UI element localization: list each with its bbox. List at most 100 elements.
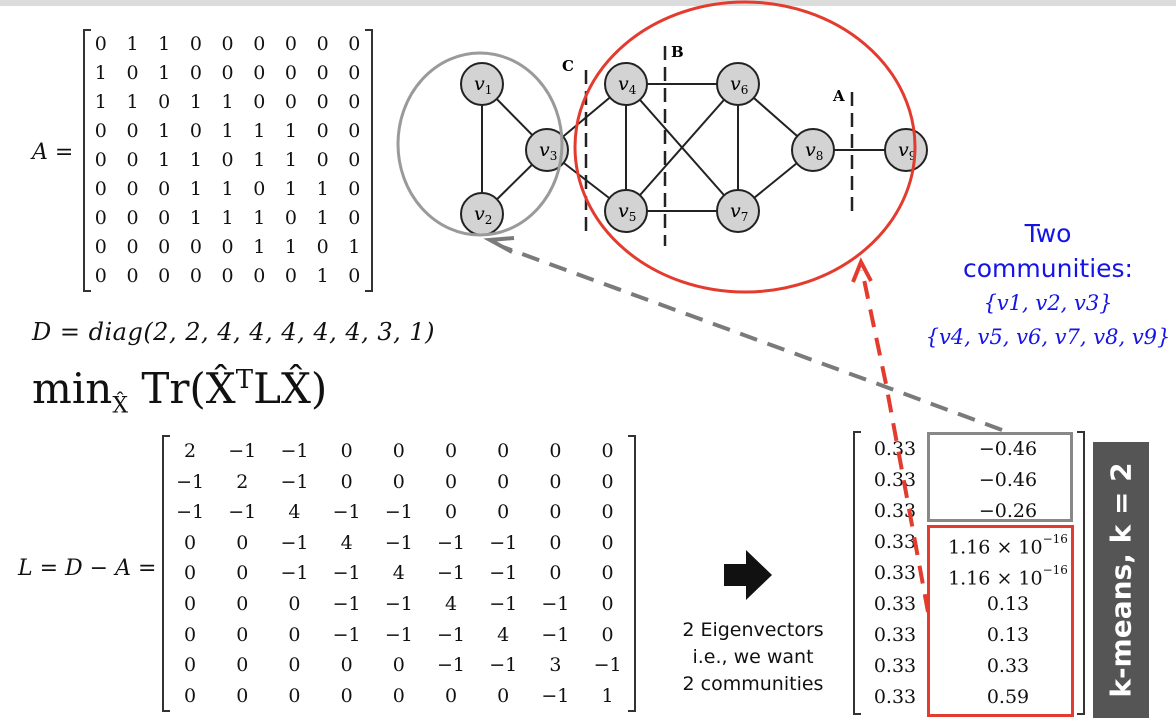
matrix-a-cell: 0 xyxy=(94,149,107,171)
node-label: v9 xyxy=(898,139,916,163)
red-arrow-head-icon xyxy=(851,257,873,283)
matrix-l-cell: −1 xyxy=(228,440,257,462)
eigenvector-2-mantissa: 1.16 × 10 xyxy=(948,567,1043,590)
matrix-a-cell: 0 xyxy=(253,62,266,84)
matrix-a-cell: 0 xyxy=(348,62,361,84)
matrix-l-cell: 0 xyxy=(392,440,405,462)
eigenvector-1-value: 0.33 xyxy=(873,593,917,615)
matrix-a-cell: 1 xyxy=(284,178,298,200)
matrix-l-cell: 0 xyxy=(184,684,197,707)
matrix-a-cell: 0 xyxy=(126,149,139,171)
node-label-sub: 7 xyxy=(741,210,749,224)
matrix-l-cell: −1 xyxy=(437,531,466,554)
eigenvector-2-value: 0.13 xyxy=(935,620,1081,651)
node-circle xyxy=(525,128,569,172)
node-label: v7 xyxy=(730,200,748,224)
matrix-l-cell: 0 xyxy=(340,684,353,707)
matrix-a-cell: 0 xyxy=(126,178,139,200)
eigenvector-2-mantissa: 0.59 xyxy=(986,686,1030,708)
caption-line: i.e., we want xyxy=(692,646,814,668)
matrix-a-cell: 1 xyxy=(189,91,202,113)
matrix-a-cell: 0 xyxy=(158,265,171,287)
matrix-a-cell: 0 xyxy=(189,33,202,55)
matrix-a-cell: 0 xyxy=(348,149,361,171)
node-circle xyxy=(791,128,835,172)
matrix-l-cell: −1 xyxy=(332,623,361,646)
node-circle xyxy=(716,62,760,106)
objective-sub: X̂ xyxy=(112,393,128,419)
cut-label-c: C xyxy=(562,57,574,75)
matrix-l-cell: 0 xyxy=(549,501,562,524)
eigenvector-2-exponent: −16 xyxy=(1042,532,1068,546)
matrix-l-cell: 0 xyxy=(340,470,353,493)
node-label: v4 xyxy=(618,73,637,97)
matrix-l-cell: 0 xyxy=(601,562,614,585)
top-rule xyxy=(0,0,1176,6)
matrix-l-cell: −1 xyxy=(280,531,309,554)
communities-annotation: Two communities: {v1, v2, v3} {v4, v5, v… xyxy=(920,216,1176,354)
matrix-a-cell: 0 xyxy=(348,91,361,113)
matrix-a-cell: 1 xyxy=(158,120,171,142)
matrix-a-cell: 0 xyxy=(221,149,234,171)
matrix-l-cell: −1 xyxy=(332,592,361,615)
matrix-l-cell: 0 xyxy=(236,562,249,585)
gray-dashed-arrow xyxy=(502,245,1003,432)
matrix-l-cell: −1 xyxy=(176,501,205,524)
eigenvector-2-mantissa: 0.13 xyxy=(986,624,1030,646)
matrix-l-cell: 0 xyxy=(236,623,249,646)
node-label-base: v xyxy=(474,73,485,95)
eigenvector-row: 0.33−0.46 xyxy=(855,434,1083,465)
degree-matrix-line: D = diag(2, 2, 4, 4, 4, 4, 4, 3, 1) xyxy=(32,318,436,346)
matrix-a-cell: 1 xyxy=(158,62,171,84)
node-label: v5 xyxy=(618,200,636,224)
matrix-l-cell: 0 xyxy=(236,531,249,554)
matrix-l-cell: 0 xyxy=(444,440,458,462)
node-label: v6 xyxy=(730,73,748,97)
matrix-l-cell: 0 xyxy=(236,654,249,677)
gray-arrow-head-icon xyxy=(483,236,515,254)
eigenvector-1-value: 0.33 xyxy=(873,438,917,460)
eigenvector-2-mantissa: −0.46 xyxy=(978,469,1038,491)
matrix-a-label: A = xyxy=(32,140,74,165)
matrix-l-cell: 4 xyxy=(340,531,353,554)
node-label-sub: 1 xyxy=(485,83,493,97)
matrix-a-cell: 1 xyxy=(316,207,329,229)
matrix-a-cell: 0 xyxy=(221,265,234,287)
eigenvector-2-mantissa: 1.16 × 10 xyxy=(948,536,1043,559)
node-label-sub: 8 xyxy=(816,149,824,163)
eigenvector-1-value: 0.33 xyxy=(873,655,917,677)
matrix-a-cell: 0 xyxy=(316,62,329,84)
eigenvector-2-value: 1.16 × 10−16 xyxy=(935,558,1081,594)
matrix-l-cell: −1 xyxy=(228,501,257,524)
matrix-l-cell: −1 xyxy=(437,562,466,585)
node-label: v1 xyxy=(474,73,492,97)
graph-node-v9: v9 xyxy=(884,128,928,172)
eigenvector-2-exponent: −16 xyxy=(1042,563,1068,577)
matrix-l-cell: 0 xyxy=(184,623,197,646)
matrix-l-cell: 4 xyxy=(392,562,405,585)
eigenvector-1-value: 0.33 xyxy=(873,531,917,553)
matrix-a-cell: 0 xyxy=(126,120,139,142)
community-1-circle xyxy=(396,51,564,237)
matrix-l-cell: −1 xyxy=(176,470,205,493)
matrix-l-cell: −1 xyxy=(332,501,361,524)
node-label-base: v xyxy=(730,73,741,95)
matrix-l-cell: 0 xyxy=(340,654,353,677)
graph-node-v5: v5 xyxy=(604,189,648,233)
eigenvector-2-value: 0.33 xyxy=(935,651,1081,682)
matrix-a-cell: 0 xyxy=(126,207,139,229)
objective-body: Tr(X̂ xyxy=(127,364,236,413)
objective-min: min xyxy=(32,364,113,413)
node-label-base: v xyxy=(618,73,629,95)
matrix-a-cell: 0 xyxy=(253,33,266,55)
matrix-a-cell: 0 xyxy=(189,236,202,258)
matrix-a-cell: 0 xyxy=(158,236,171,258)
